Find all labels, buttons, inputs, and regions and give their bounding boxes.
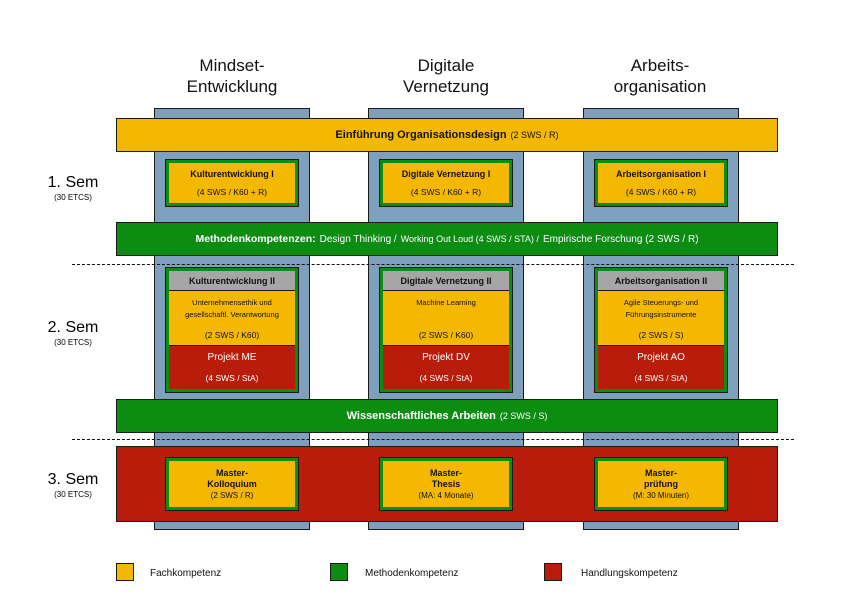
module-master-kolloquium: Master- Kolloquium (2 SWS / R) (165, 457, 299, 511)
legend-label-handlungskompetenz: Handlungskompetenz (581, 568, 678, 579)
band-methodenkompetenzen: Methodenkompetenzen: Design Thinking / W… (116, 222, 778, 256)
semester-label-1: 1. Sem (30 ETCS) (47, 174, 99, 202)
module-master-pruefung: Master- prüfung (M: 30 Minuten) (594, 457, 728, 511)
column-header-digitale-vernetzung: Digitale Vernetzung (402, 56, 489, 96)
module-ects: (2 SWS / K60) (204, 330, 260, 340)
band-einfuehrung-organisationsdesign: Einführung Organisationsdesign (2 SWS / … (116, 118, 778, 152)
project-ao: Projekt AO (4 SWS / StA) (598, 345, 724, 389)
module-header: Digitale Vernetzung II (383, 271, 509, 291)
semester-divider-2 (72, 439, 794, 440)
module-ects: (2 SWS / K60) (418, 330, 474, 340)
semester-divider-1 (72, 264, 794, 265)
semester-label-3: 3. Sem (30 ETCS) (47, 471, 99, 499)
module-master-thesis: Master- Thesis (MA: 4 Monate) (379, 457, 513, 511)
column-header-arbeitsorganisation: Arbeits- organisation (613, 56, 707, 96)
module-kulturentwicklung-1: Kulturentwicklung I (4 SWS / K60 + R) (165, 159, 299, 207)
project-dv: Projekt DV (4 SWS / StA) (383, 345, 509, 389)
column-header-mindset: Mindset- Entwicklung (186, 56, 278, 96)
module-kulturentwicklung-2: Kulturentwicklung II Unternehmensethik u… (165, 267, 299, 393)
module-description: Unternehmensethik und gesellschaftl. Ver… (185, 298, 279, 319)
legend-label-methodenkompetenz: Methodenkompetenz (365, 568, 459, 579)
module-description: Machine Learning (416, 298, 476, 307)
methoden-title: Methodenkompetenzen: (195, 233, 316, 245)
methoden-item-empirie: Empirische Forschung (2 SWS / R) (542, 233, 699, 245)
module-arbeitsorganisation-1: Arbeitsorganisation I (4 SWS / K60 + R) (594, 159, 728, 207)
module-header: Arbeitsorganisation II (598, 271, 724, 291)
module-digitale-vernetzung-2: Digitale Vernetzung II Machine Learning … (379, 267, 513, 393)
module-ects: (2 SWS / S) (638, 330, 684, 340)
legend-swatch-methodenkompetenz (330, 563, 348, 581)
project-me: Projekt ME (4 SWS / StA) (169, 345, 295, 389)
legend-label-fachkompetenz: Fachkompetenz (150, 568, 222, 579)
methoden-item-wol: Working Out Loud (4 SWS / STA) / (400, 234, 539, 244)
band-wissenschaftliches-arbeiten: Wissenschaftliches Arbeiten (2 SWS / S) (116, 399, 778, 433)
module-digitale-vernetzung-1: Digitale Vernetzung I (4 SWS / K60 + R) (379, 159, 513, 207)
methoden-item-design-thinking: Design Thinking / (319, 233, 397, 245)
legend-swatch-handlungskompetenz (544, 563, 562, 581)
legend-swatch-fachkompetenz (116, 563, 134, 581)
module-header: Kulturentwicklung II (169, 271, 295, 291)
module-arbeitsorganisation-2: Arbeitsorganisation II Agile Steuerungs-… (594, 267, 728, 393)
semester-label-2: 2. Sem (30 ETCS) (47, 319, 99, 347)
module-description: Agile Steuerungs- und Führungsinstrument… (623, 298, 699, 319)
